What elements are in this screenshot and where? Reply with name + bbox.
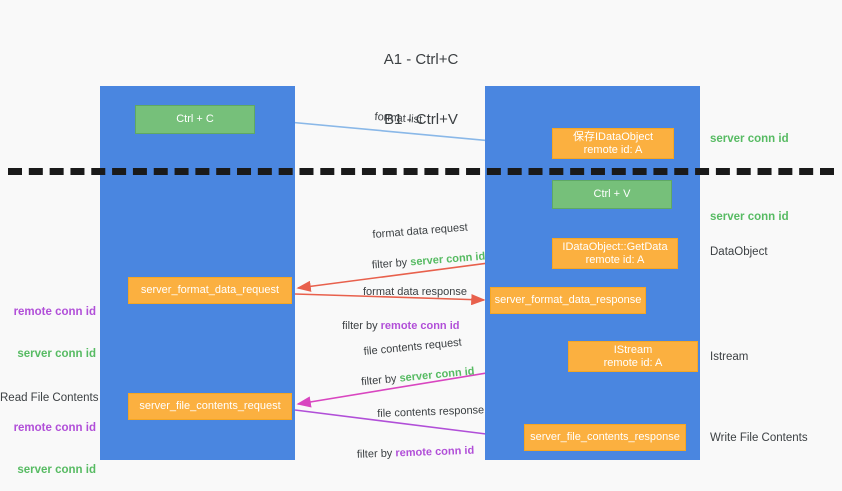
node-server-file-contents-response[interactable]: server_file_contents_response <box>524 424 686 451</box>
filter-by-value-4: remote conn id <box>395 444 475 460</box>
annotation-server-conn-id-mid: server conn id <box>710 211 789 223</box>
edge-label-format-data-response-line2: filter by remote conn id <box>336 304 459 334</box>
node-server-file-contents-request-label: server_file_contents_request <box>139 400 281 412</box>
node-server-format-data-request[interactable]: server_format_data_request <box>128 277 292 304</box>
annotation-conn-ids-file: remote conn id server conn id <box>0 393 96 491</box>
node-dataobject-sub: remote id: A <box>583 143 643 156</box>
node-ctrl-v-label: Ctrl + V <box>593 188 631 200</box>
annotation-istream: Istream <box>710 351 749 363</box>
edge-label-format-list: format list <box>374 110 423 126</box>
node-getdata-label: IDataObject::GetData <box>562 240 668 253</box>
node-getdata-sub: remote id: A <box>585 253 645 266</box>
annotation-conn-ids-format: remote conn id server conn id <box>0 277 96 375</box>
annotation-server-conn-id-top: server conn id <box>710 133 789 145</box>
node-dataobject-label: 保存IDataObject <box>572 130 654 143</box>
node-server-format-data-response[interactable]: server_format_data_response <box>490 287 646 314</box>
edge-label-format-data-response-line1: format data response <box>363 286 467 298</box>
filter-by-prefix-4: filter by <box>356 447 396 461</box>
node-server-format-data-request-label: server_format_data_request <box>140 284 280 296</box>
node-server-format-data-response-label: server_format_data_response <box>494 294 642 306</box>
edge-label-file-contents-response-line2: filter by remote conn id <box>350 429 475 463</box>
annotation-server-conn-id-1: server conn id <box>17 348 96 360</box>
node-istream-label: IStream <box>613 343 653 356</box>
node-server-file-contents-response-label: server_file_contents_response <box>530 431 680 443</box>
node-ctrl-c[interactable]: Ctrl + C <box>135 105 255 134</box>
filter-by-prefix-3: filter by <box>360 372 401 389</box>
filter-by-prefix-1: filter by <box>371 256 411 272</box>
arrow-file-contents-response <box>294 409 520 442</box>
annotation-read-file-contents: Read File Contents <box>0 392 99 404</box>
node-istream[interactable]: IStream remote id: A <box>568 341 698 372</box>
node-dataobject[interactable]: 保存IDataObject remote id: A <box>552 128 674 159</box>
node-ctrl-v[interactable]: Ctrl + V <box>552 180 672 209</box>
page-title: A1 - Ctrl+C B1 - Ctrl+V <box>0 10 842 150</box>
node-getdata[interactable]: IDataObject::GetData remote id: A <box>552 238 678 269</box>
annotation-remote-conn-id-2: remote conn id <box>13 422 96 434</box>
title-line-2: B1 - Ctrl+V <box>384 111 458 128</box>
annotation-remote-conn-id-1: remote conn id <box>13 306 96 318</box>
node-ctrl-c-label: Ctrl + C <box>176 113 214 125</box>
arrow-format-data-response <box>294 293 486 306</box>
annotation-dataobject: DataObject <box>710 246 768 258</box>
dashed-divider <box>8 168 834 175</box>
filter-by-value-2: remote conn id <box>380 320 460 332</box>
filter-by-prefix-2: filter by <box>342 320 381 332</box>
node-server-file-contents-request[interactable]: server_file_contents_request <box>128 393 292 420</box>
annotation-write-file-contents: Write File Contents <box>710 432 808 444</box>
title-line-1: A1 - Ctrl+C <box>383 51 459 68</box>
node-istream-sub: remote id: A <box>603 356 663 369</box>
annotation-server-conn-id-2: server conn id <box>17 464 96 476</box>
